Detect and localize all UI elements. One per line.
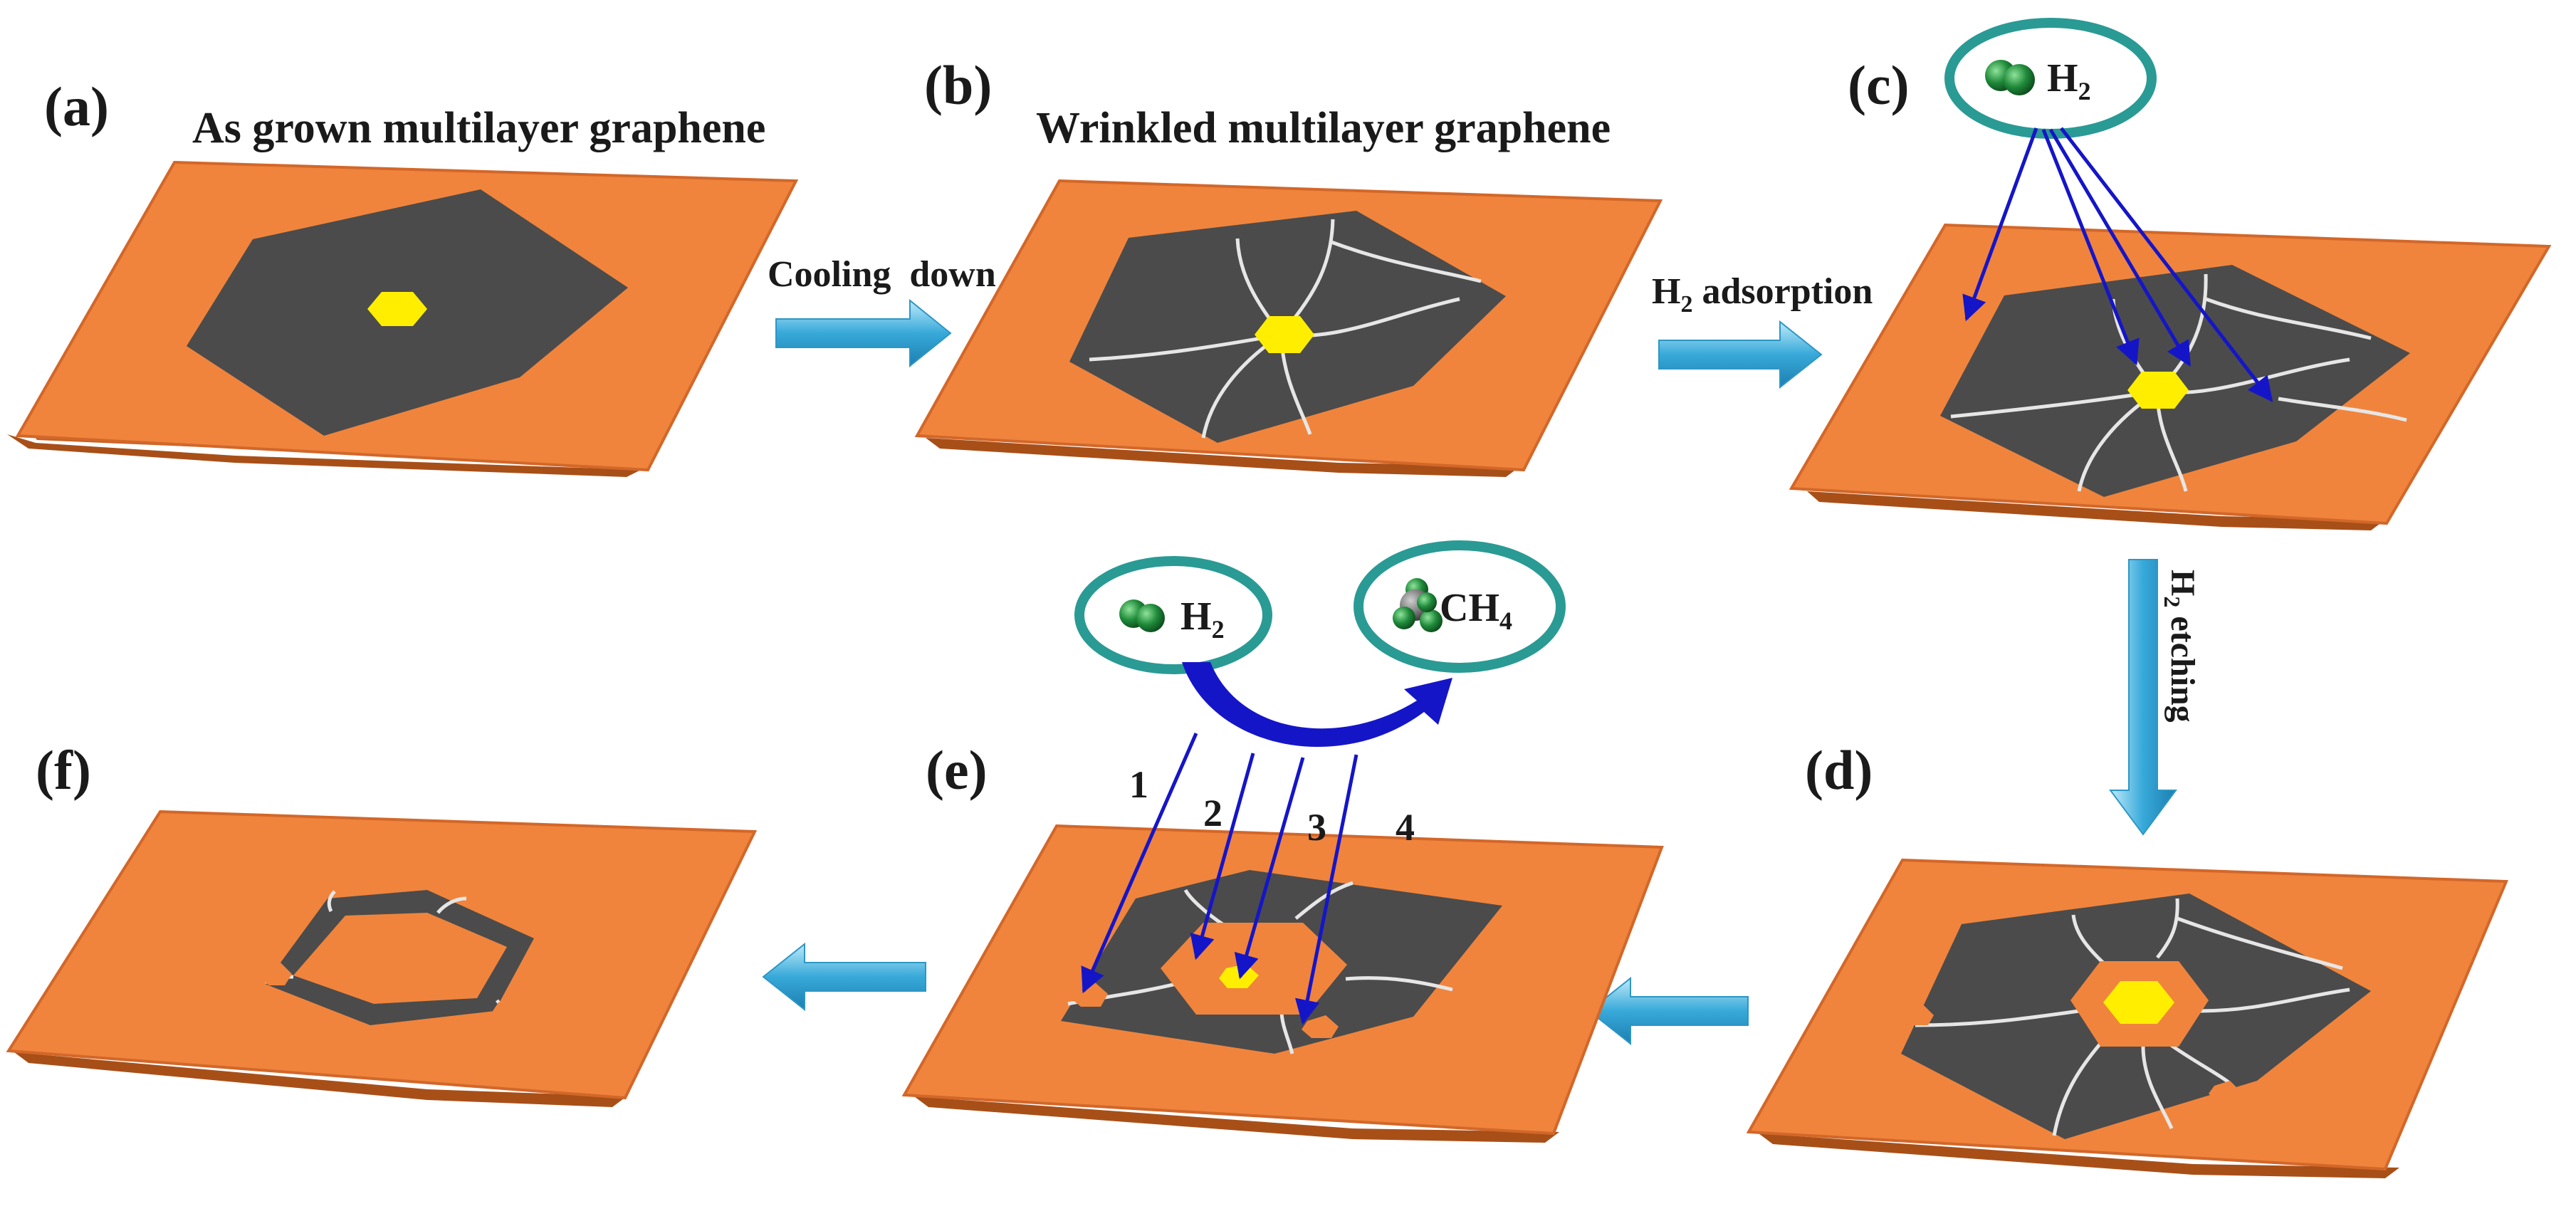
adsorption-arrow: H2 adsorption	[1652, 271, 1873, 389]
pathway-arrow-3	[1234, 757, 1305, 980]
pathway-arrow-4	[1294, 754, 1358, 1025]
h2-molecule-icon	[1985, 60, 2035, 95]
h2-bubble: H2	[1944, 18, 2157, 139]
panel-label-f: (f)	[36, 739, 91, 801]
process-arrow	[2109, 559, 2177, 836]
pathway-label-4: 4	[1396, 806, 1415, 849]
substrate-plate	[7, 434, 641, 477]
substrate-plate	[914, 1096, 1559, 1143]
wrinkles	[1915, 898, 2350, 1136]
pathway-label-1: 1	[1129, 763, 1148, 806]
etched-pit	[1902, 1005, 1934, 1025]
conversion-arrow	[1182, 662, 1452, 748]
ch4-label: CH4	[1440, 586, 1512, 635]
step-arrow-d-e	[1588, 976, 1749, 1046]
panel-f: (f)	[6, 739, 758, 1107]
curved-arrow-body	[1182, 662, 1452, 748]
bubble-ring	[1354, 540, 1566, 673]
cooling-label: Cooling down	[768, 254, 996, 295]
etched-hole	[293, 913, 507, 1004]
process-arrow	[1658, 320, 1823, 389]
etched-pit	[259, 963, 292, 985]
nucleus	[1255, 316, 1314, 353]
panel-a: (a) As grown multilayer graphene	[7, 75, 799, 477]
h2-label: H2	[1180, 594, 1225, 644]
substrate-plate	[14, 1052, 627, 1107]
panel-d: (d)	[1746, 739, 2508, 1178]
substrate-plate	[926, 438, 1520, 477]
panel-label-e: (e)	[926, 739, 988, 801]
substrate-plate	[1807, 491, 2385, 530]
h2-molecule-icon	[1119, 599, 1165, 632]
substrate-plate	[1759, 1133, 2399, 1178]
nucleus	[367, 292, 427, 326]
h2-label: H2	[2047, 56, 2091, 105]
panel-label-c: (c)	[1848, 54, 1910, 116]
adsorption-pathways	[1962, 127, 2273, 402]
step-arrow-e-f	[762, 942, 926, 1012]
adsorption-label: H2 adsorption	[1652, 271, 1873, 318]
pathway-arrow	[2041, 129, 2140, 366]
reaction-pathways	[1081, 732, 1358, 1025]
cooling-arrow: Cooling down	[768, 254, 996, 368]
etching-label: H2 etching	[2159, 570, 2201, 723]
etched-pit	[493, 997, 525, 1020]
bubble-ring	[1074, 556, 1272, 674]
nucleus	[2127, 372, 2189, 409]
pathway-label-2: 2	[1203, 792, 1222, 834]
panel-b: (b) Wrinkled multilayer graphene	[914, 54, 1663, 477]
pathway-arrow	[1962, 127, 2038, 322]
ch4-molecule-icon	[1393, 578, 1443, 632]
process-arrow	[775, 298, 952, 368]
pathway-label-3: 3	[1307, 806, 1326, 849]
pathway-arrow-1	[1081, 732, 1198, 994]
nucleus	[2103, 981, 2174, 1024]
pathway-arrow-2	[1190, 753, 1255, 960]
panel-c: H2 (c)	[1789, 18, 2552, 530]
process-arrow	[762, 942, 926, 1012]
pathway-arrow	[2060, 127, 2273, 402]
process-arrow	[1588, 976, 1749, 1046]
etched-pit	[2209, 1081, 2240, 1102]
panel-title-a: As grown multilayer graphene	[192, 104, 765, 152]
pathway-arrow	[2048, 128, 2192, 367]
ch4-bubble: CH4	[1354, 540, 1566, 673]
panel-label-b: (b)	[924, 54, 992, 116]
etching-arrow: H2 etching	[2109, 559, 2201, 836]
panel-label-a: (a)	[44, 75, 109, 137]
panel-e: (e) H2 CH4	[901, 540, 1664, 1143]
bubble-ring	[1944, 18, 2157, 139]
panel-label-d: (d)	[1805, 739, 1873, 801]
h2-bubble: H2	[1074, 556, 1272, 674]
panel-title-b: Wrinkled multilayer graphene	[1036, 104, 1611, 152]
